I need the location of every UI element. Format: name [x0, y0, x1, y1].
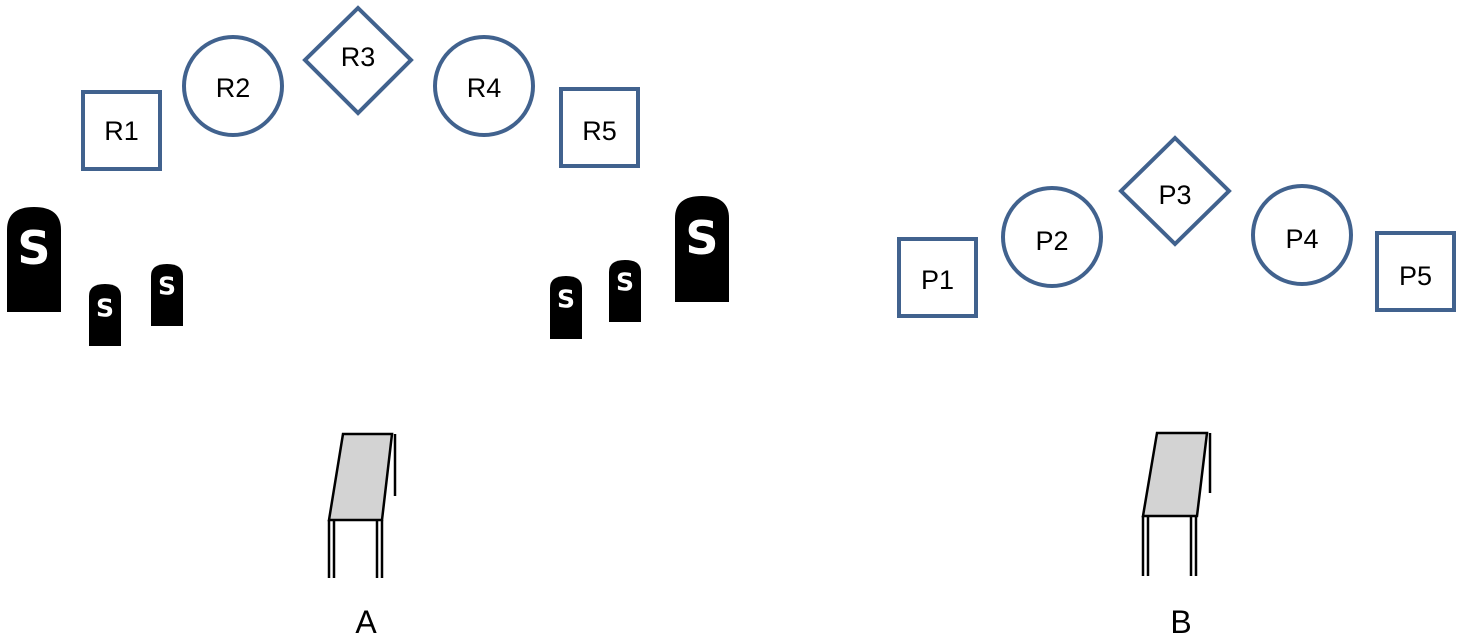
stand-a-board [327, 432, 394, 522]
panel-a-label: A [355, 604, 377, 640]
node-p1-label: P1 [921, 265, 954, 295]
node-p5: P5 [1375, 231, 1456, 312]
speaker-5-body [609, 260, 641, 322]
speaker-icon: S [550, 276, 582, 339]
speaker-icon: S [89, 284, 121, 346]
node-p3: P3 [1118, 135, 1232, 247]
node-p3-label: P3 [1158, 180, 1191, 210]
speaker-4-body [550, 276, 582, 339]
speaker-4-label: S [557, 285, 575, 314]
node-r4-circle [433, 35, 535, 137]
speaker-icon: S [675, 196, 729, 302]
panel-b: P1 P2 P3 P4 P5 B [897, 135, 1456, 640]
node-p2: P2 [1001, 186, 1103, 288]
speaker-icon: S [609, 260, 641, 322]
speaker-3-label: S [158, 272, 176, 301]
node-r3-diamond [302, 5, 414, 116]
node-p3-diamond [1118, 135, 1232, 247]
node-p1: P1 [897, 237, 978, 318]
speaker-5-label: S [616, 268, 634, 297]
node-p5-label: P5 [1399, 261, 1432, 291]
node-r3-label: R3 [341, 42, 376, 72]
node-r2-label: R2 [216, 73, 251, 103]
speaker-icon: S [151, 264, 183, 326]
node-r1-square [81, 90, 162, 171]
stand-b-board [1141, 431, 1209, 518]
node-p4-circle [1251, 184, 1353, 286]
speaker-6-body [675, 196, 729, 302]
speaker-1-body [7, 207, 61, 312]
panel-b-label: B [1170, 604, 1191, 640]
speaker-icon: S [7, 207, 61, 312]
music-stand-icon [1141, 431, 1212, 576]
node-p4: P4 [1251, 184, 1353, 286]
panel-a: R1 R2 R3 R4 R5 S S S [7, 5, 729, 640]
node-r4-label: R4 [467, 73, 502, 103]
node-r2-circle [182, 35, 284, 137]
speaker-1-label: S [17, 221, 50, 275]
speaker-2-body [89, 284, 121, 346]
speaker-6-label: S [685, 211, 718, 265]
music-stand-icon [327, 432, 397, 578]
node-r2: R2 [182, 35, 284, 137]
node-r1: R1 [81, 90, 162, 171]
node-p2-circle [1001, 186, 1103, 288]
speaker-2-label: S [96, 294, 114, 323]
node-r3: R3 [302, 5, 414, 116]
node-r1-label: R1 [104, 116, 139, 146]
node-r4: R4 [433, 35, 535, 137]
node-p1-square [897, 237, 978, 318]
node-r5: R5 [559, 87, 640, 168]
speaker-3-body [151, 264, 183, 326]
node-p5-square [1375, 231, 1456, 312]
node-p4-label: P4 [1285, 224, 1318, 254]
node-r5-label: R5 [582, 116, 617, 146]
node-r5-square [559, 87, 640, 168]
node-p2-label: P2 [1035, 226, 1068, 256]
